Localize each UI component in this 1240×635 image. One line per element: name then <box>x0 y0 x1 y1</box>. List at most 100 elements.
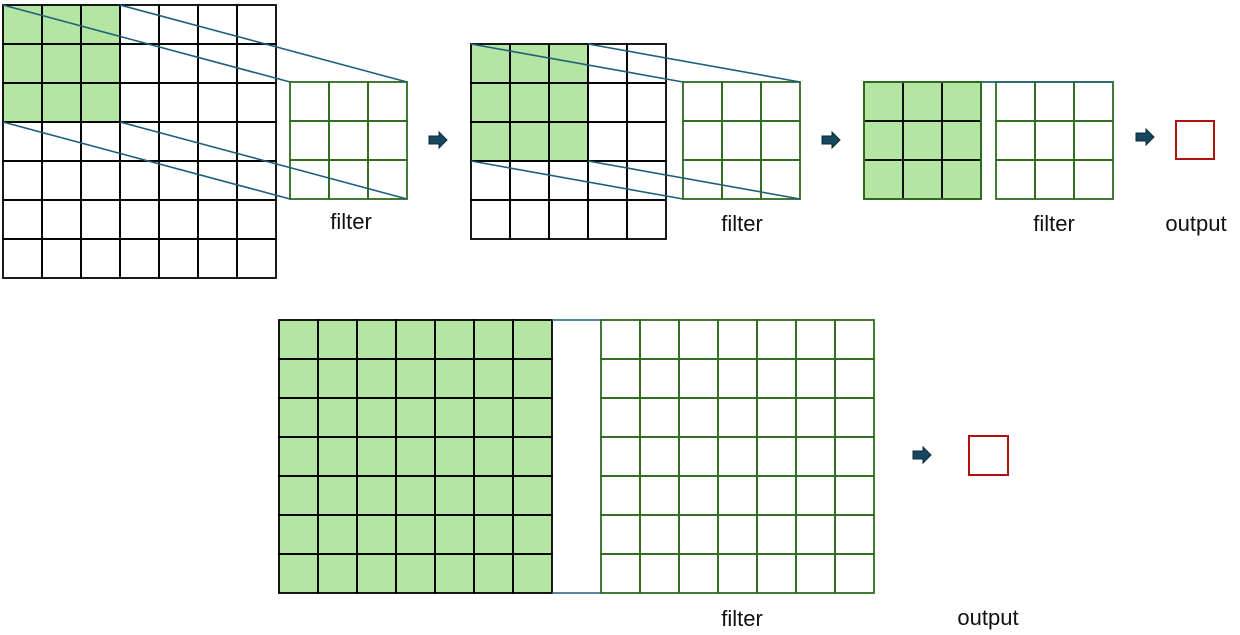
input-grid-5x5 <box>470 43 667 240</box>
grid-cell <box>639 319 680 360</box>
grid-cell <box>197 121 238 162</box>
filter-grid-7x7 <box>600 319 875 594</box>
connector-line <box>119 4 408 83</box>
grid-cell <box>639 475 680 516</box>
grid-cell <box>587 121 628 162</box>
connector-line <box>470 43 684 83</box>
filter-label-4: filter <box>721 606 763 631</box>
grid-cell <box>721 81 762 122</box>
grid-cell <box>158 199 199 240</box>
grid-cell <box>509 160 550 201</box>
grid-cell <box>328 120 369 161</box>
grid-cell <box>756 358 797 399</box>
grid-cell <box>639 358 680 399</box>
grid-cell <box>197 160 238 201</box>
highlight-outline-3 <box>863 81 982 200</box>
grid-cell <box>2 160 43 201</box>
connector-line <box>119 121 408 200</box>
grid-cell <box>995 159 1036 200</box>
grid-cell <box>834 319 875 360</box>
grid-cell <box>197 43 238 84</box>
grid-cell <box>795 319 836 360</box>
grid-cell <box>1073 81 1114 122</box>
connector-line <box>587 43 801 83</box>
grid-cell <box>626 82 667 123</box>
output-box-1 <box>1175 120 1215 160</box>
grid-cell <box>367 159 408 200</box>
grid-cell <box>470 199 511 240</box>
grid-cell <box>834 436 875 477</box>
grid-cell <box>756 475 797 516</box>
grid-cell <box>1034 159 1075 200</box>
grid-cell <box>995 120 1036 161</box>
grid-cell <box>678 514 719 555</box>
grid-cell <box>717 436 758 477</box>
grid-cell <box>795 514 836 555</box>
grid-cell <box>289 120 330 161</box>
highlight-region-1 <box>3 5 120 122</box>
grid-cell <box>158 82 199 123</box>
filter-grid-1 <box>289 81 408 200</box>
filter-label-3: filter <box>1033 211 1075 236</box>
output-label-1: output <box>1165 211 1226 236</box>
grid-cell <box>995 81 1036 122</box>
grid-cell <box>80 160 121 201</box>
grid-cell <box>795 475 836 516</box>
grid-cell <box>756 553 797 594</box>
grid-cell <box>795 553 836 594</box>
grid-cell <box>509 199 550 240</box>
grid-cell <box>197 199 238 240</box>
grid-cell <box>587 199 628 240</box>
grid-cell <box>834 397 875 438</box>
grid-cell <box>158 238 199 279</box>
grid-cell <box>80 121 121 162</box>
grid-cell <box>1073 120 1114 161</box>
grid-cell <box>721 120 762 161</box>
grid-cell <box>289 159 330 200</box>
grid-cell <box>1034 81 1075 122</box>
grid-cell <box>41 199 82 240</box>
grid-cell <box>756 319 797 360</box>
grid-cell <box>158 160 199 201</box>
grid-cell <box>834 553 875 594</box>
grid-cell <box>2 199 43 240</box>
grid-cell <box>795 397 836 438</box>
grid-cell <box>639 514 680 555</box>
grid-cell <box>678 358 719 399</box>
grid-cell <box>600 475 641 516</box>
grid-cell <box>678 553 719 594</box>
filter-grid-3 <box>995 81 1114 200</box>
highlight-region-4 <box>279 320 552 593</box>
grid-cell <box>2 238 43 279</box>
grid-cell <box>1073 159 1114 200</box>
grid-cell <box>760 159 801 200</box>
grid-cell <box>834 475 875 516</box>
grid-cell <box>600 358 641 399</box>
grid-cell <box>600 514 641 555</box>
grid-cell <box>795 358 836 399</box>
arrow-right-icon-3 <box>1135 127 1155 147</box>
grid-cell <box>236 199 277 240</box>
grid-cell <box>717 319 758 360</box>
connector-line <box>587 160 801 200</box>
input-grid-7x7 <box>2 4 277 279</box>
output-box-2 <box>968 435 1009 476</box>
grid-cell <box>717 553 758 594</box>
grid-cell <box>678 397 719 438</box>
grid-cell <box>678 319 719 360</box>
grid-cell <box>512 553 553 594</box>
grid-cell <box>80 238 121 279</box>
grid-cell <box>639 436 680 477</box>
grid-cell <box>626 199 667 240</box>
grid-cell <box>756 397 797 438</box>
grid-cell <box>600 397 641 438</box>
grid-cell <box>80 199 121 240</box>
arrow-right-icon-2 <box>821 130 841 150</box>
grid-cell <box>834 514 875 555</box>
highlight-region-3 <box>864 82 981 199</box>
grid-cell <box>197 4 238 45</box>
grid-cell <box>639 397 680 438</box>
grid-cell <box>1034 120 1075 161</box>
connector-line <box>470 160 684 200</box>
grid-cell <box>119 160 160 201</box>
